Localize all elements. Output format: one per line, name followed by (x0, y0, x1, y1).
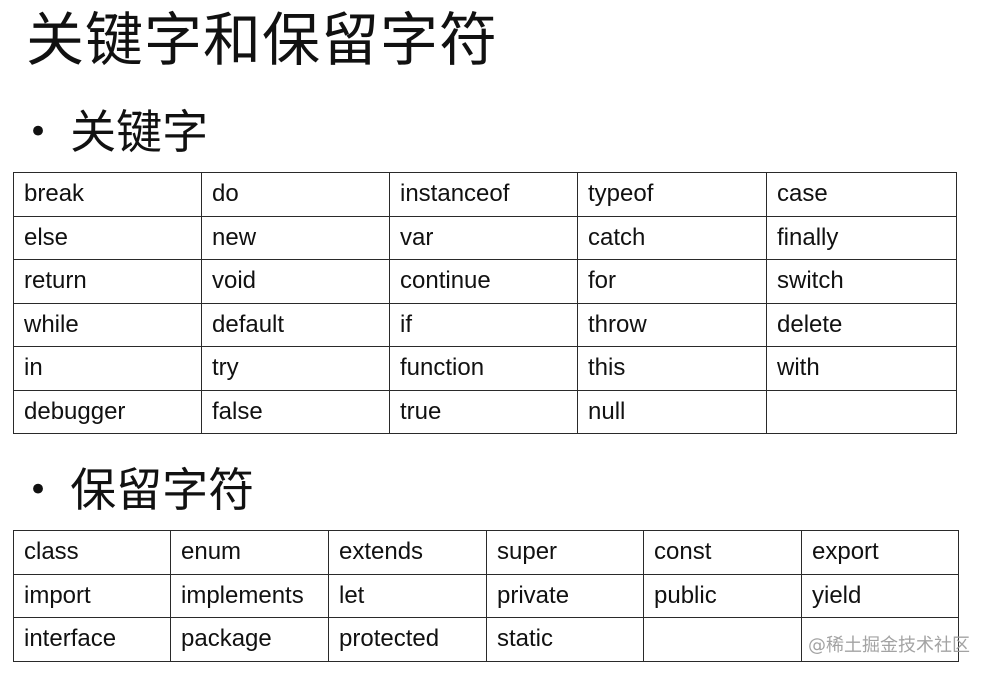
table-cell (643, 617, 802, 662)
table-cell: protected (328, 617, 487, 662)
table-cell: let (328, 573, 487, 618)
table-cell: var (389, 215, 578, 260)
table-cell: yield (801, 573, 959, 618)
table-cell: do (201, 172, 390, 217)
table-cell: default (201, 302, 390, 347)
table-cell: implements (170, 573, 329, 618)
table-cell: private (486, 573, 644, 618)
table-cell: break (13, 172, 202, 217)
keywords-heading: • 关键字 (28, 104, 208, 160)
table-cell: if (389, 302, 578, 347)
table-cell: while (13, 302, 202, 347)
reserved-heading: • 保留字符 (28, 462, 254, 518)
table-cell: public (643, 573, 802, 618)
table-cell: in (13, 346, 202, 391)
table-cell (801, 617, 959, 662)
table-cell: else (13, 215, 202, 260)
bullet-icon: • (28, 112, 49, 152)
table-cell: static (486, 617, 644, 662)
table-cell: this (577, 346, 767, 391)
table-cell: with (766, 346, 957, 391)
table-cell: instanceof (389, 172, 578, 217)
table-cell: function (389, 346, 578, 391)
table-cell (766, 389, 957, 434)
table-cell: return (13, 259, 202, 304)
table-cell: new (201, 215, 390, 260)
table-cell: const (643, 530, 802, 575)
table-cell: void (201, 259, 390, 304)
table-cell: export (801, 530, 959, 575)
table-cell: continue (389, 259, 578, 304)
table-cell: delete (766, 302, 957, 347)
table-cell: super (486, 530, 644, 575)
table-cell: interface (13, 617, 171, 662)
page-title: 关键字和保留字符 (26, 6, 499, 74)
reserved-heading-label: 保留字符 (70, 463, 255, 517)
table-cell: catch (577, 215, 767, 260)
table-cell: null (577, 389, 767, 434)
table-cell: finally (766, 215, 957, 260)
table-cell: try (201, 346, 390, 391)
table-cell: true (389, 389, 578, 434)
table-cell: package (170, 617, 329, 662)
table-cell: typeof (577, 172, 767, 217)
table-cell: case (766, 172, 957, 217)
table-cell: class (13, 530, 171, 575)
bullet-icon: • (28, 470, 49, 510)
keywords-heading-label: 关键字 (70, 105, 209, 159)
table-cell: for (577, 259, 767, 304)
table-cell: false (201, 389, 390, 434)
watermark: @稀土掘金技术社区 (808, 635, 970, 656)
table-cell: switch (766, 259, 957, 304)
table-cell: debugger (13, 389, 202, 434)
table-cell: extends (328, 530, 487, 575)
table-cell: import (13, 573, 171, 618)
table-cell: throw (577, 302, 767, 347)
table-cell: enum (170, 530, 329, 575)
